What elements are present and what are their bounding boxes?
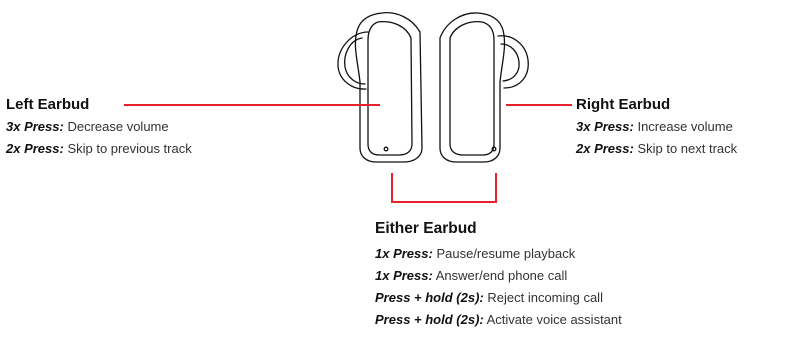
action-label: 3x Press: [576,119,634,134]
either-earbud-block: Either Earbud 1x Press: Pause/resume pla… [375,220,622,331]
list-item: Press + hold (2s): Reject incoming call [375,287,622,309]
action-label: Press + hold (2s): [375,290,484,305]
action-result: Skip to next track [637,141,738,156]
right-earbud-illustration [439,12,529,163]
action-label: 2x Press: [576,141,634,156]
list-item: 3x Press: Increase volume [576,116,737,138]
either-earbud-title: Either Earbud [375,220,477,237]
action-label: 2x Press: [6,141,64,156]
action-result: Increase volume [637,119,733,134]
left-earbud-illustration [337,12,423,163]
right-earbud-block: Right Earbud 3x Press: Increase volume 2… [576,96,737,160]
action-result: Decrease volume [67,119,169,134]
either-callout-line [391,173,497,203]
action-result: Pause/resume playback [436,246,576,261]
action-result: Skip to previous track [67,141,192,156]
list-item: 2x Press: Skip to previous track [6,138,192,160]
action-result: Answer/end phone call [435,268,568,283]
action-label: Press + hold (2s): [375,312,484,327]
list-item: Press + hold (2s): Activate voice assist… [375,309,622,331]
action-result: Activate voice assistant [486,312,622,327]
action-result: Reject incoming call [487,290,603,305]
right-earbud-title: Right Earbud [576,96,671,113]
left-earbud-block: Left Earbud 3x Press: Decrease volume 2x… [6,96,192,160]
list-item: 3x Press: Decrease volume [6,116,192,138]
list-item: 2x Press: Skip to next track [576,138,737,160]
action-label: 1x Press: [375,268,433,283]
left-earbud-title: Left Earbud [6,96,90,113]
callout-lines [124,104,572,203]
list-item: 1x Press: Answer/end phone call [375,265,622,287]
action-label: 1x Press: [375,246,433,261]
list-item: 1x Press: Pause/resume playback [375,243,622,265]
action-label: 3x Press: [6,119,64,134]
